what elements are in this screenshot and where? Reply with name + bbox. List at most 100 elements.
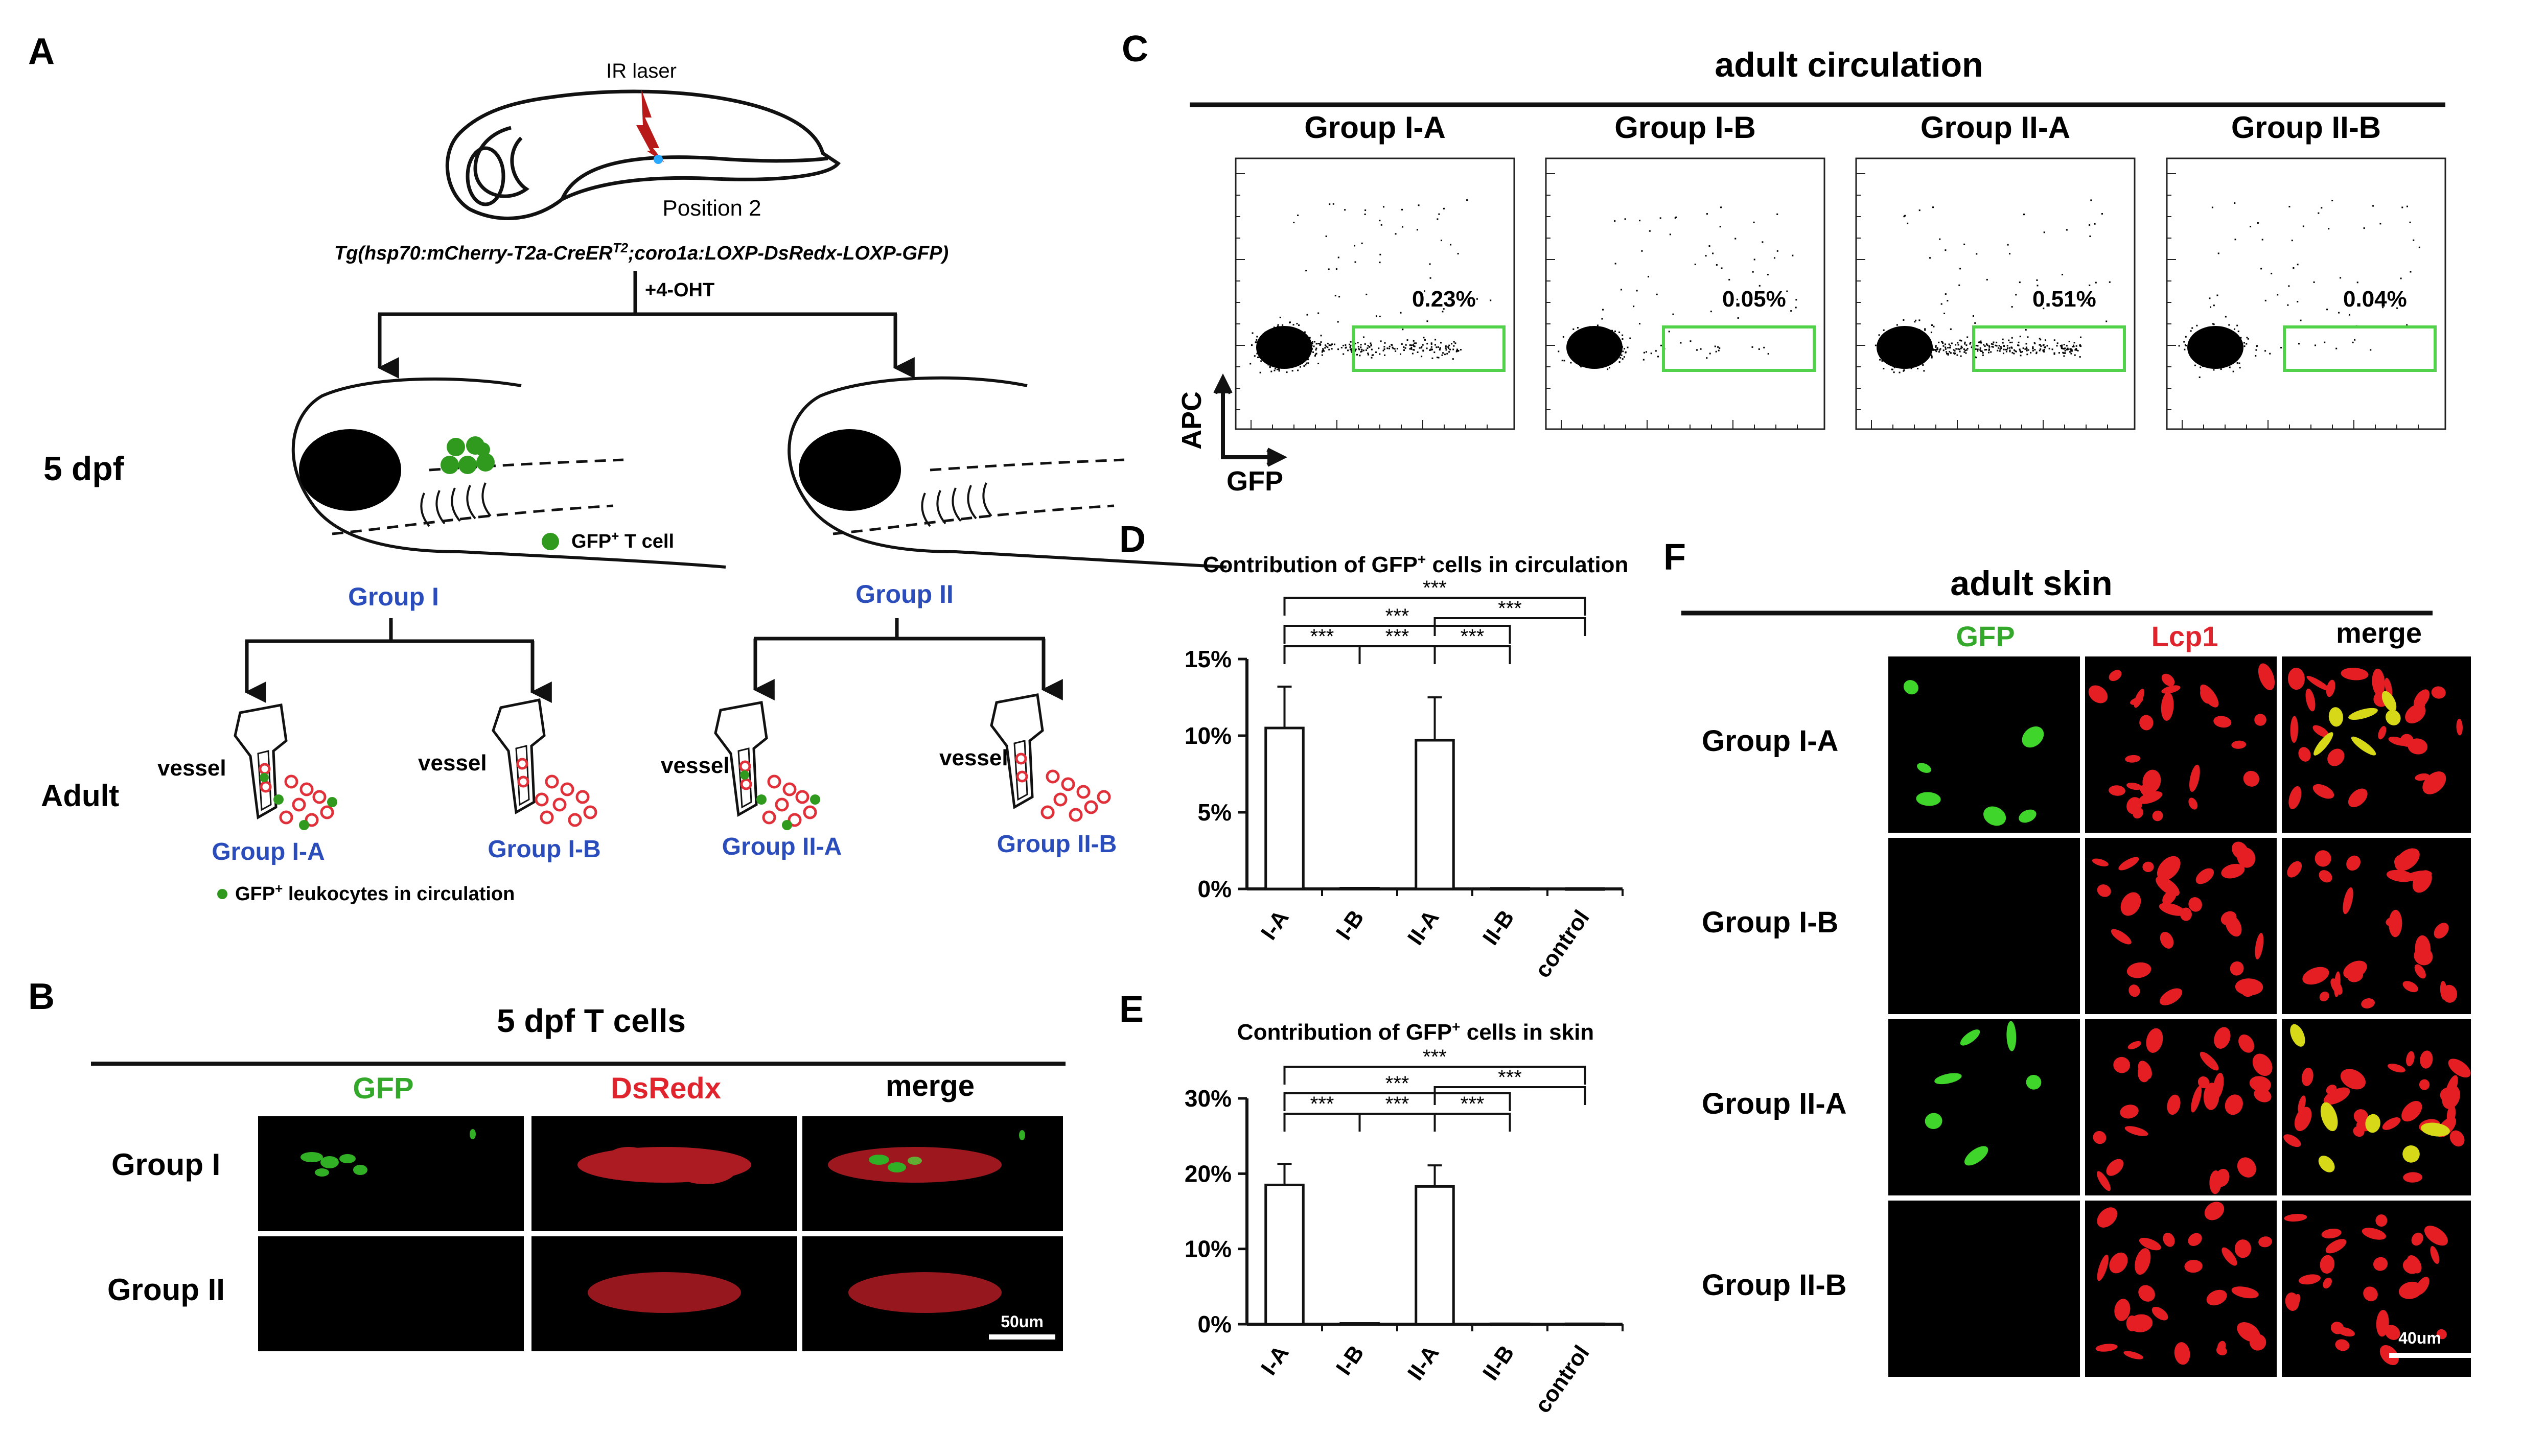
flow-event [1579, 362, 1581, 364]
flow-event [1279, 347, 1281, 349]
flow-event [1279, 316, 1281, 318]
flow-event [2206, 362, 2208, 364]
flow-event [1380, 340, 1382, 342]
flow-event [1598, 343, 1600, 345]
flow-event [2225, 316, 2227, 318]
flow-event [1712, 252, 1714, 254]
lcp1-cell [2334, 971, 2341, 997]
gfp-cell [2351, 736, 2376, 756]
flow-event [1605, 330, 1607, 332]
flow-event [1736, 298, 1738, 300]
flow-event [1883, 344, 1885, 346]
flow-event [2190, 337, 2192, 339]
flow-event [1403, 346, 1405, 348]
flow-event [1448, 344, 1450, 346]
flow-event [1690, 340, 1692, 342]
flow-event [1601, 318, 1603, 320]
flow-event [1600, 357, 1602, 359]
chart-title-superscript: + [1452, 1019, 1460, 1035]
flow-event [1362, 349, 1364, 351]
flow-event [1901, 366, 1903, 368]
flow-event [1605, 343, 1607, 345]
gfp-t-cell-legend-dot [542, 533, 559, 550]
flow-event [1908, 342, 1910, 344]
flow-event [1431, 348, 1433, 350]
flow-event [2210, 365, 2212, 367]
flow-event [1274, 343, 1276, 345]
flow-event [1908, 365, 1910, 367]
flow-event [1445, 345, 1447, 347]
flow-event [2238, 362, 2240, 364]
flow-event [1884, 353, 1886, 355]
flow-event [2215, 340, 2217, 342]
flow-event [1986, 278, 1988, 280]
lcp1-cell [2138, 1285, 2155, 1302]
flow-event [2213, 323, 2215, 325]
flow-event [1583, 364, 1585, 366]
lcp1-cell [2325, 1239, 2347, 1254]
lcp1-cell [2378, 726, 2387, 740]
flow-event [1916, 343, 1918, 345]
flow-event [1269, 362, 1271, 364]
flow-event [1287, 338, 1289, 340]
flow-event [1384, 354, 1386, 356]
chart-x-tick-label: II-A [1403, 906, 1444, 950]
skin-cell-signal [2092, 841, 2264, 1005]
flow-event [2401, 206, 2403, 208]
flow-event [1457, 253, 1459, 255]
flow-event [1372, 354, 1374, 356]
flow-event [2210, 351, 2212, 353]
group-2-label: Group II [855, 580, 954, 608]
flow-event [2101, 213, 2103, 215]
flow-event [1895, 341, 1897, 343]
flow-event [1256, 353, 1258, 355]
lcp1-cell [2302, 967, 2329, 985]
flow-event [2061, 346, 2063, 348]
flow-event [1909, 362, 1911, 364]
flow-event [1367, 347, 1369, 349]
flow-event [1625, 351, 1627, 354]
flow-event [1904, 345, 1906, 347]
flow-event [1306, 349, 1308, 351]
lcp1-cell [2200, 684, 2219, 708]
flow-event [1277, 325, 1279, 327]
flow-event [1354, 342, 1356, 344]
gfp-cell [2022, 726, 2044, 748]
flow-event [1290, 331, 1292, 333]
flow-event [1930, 332, 1932, 334]
flow-event [1910, 343, 1912, 345]
flow-event [1924, 328, 1926, 330]
skin-cell-signal [1903, 680, 2044, 826]
flow-event [2009, 349, 2011, 351]
flow-event [1612, 342, 1614, 344]
flow-event [2234, 349, 2236, 351]
flow-event [2229, 355, 2231, 357]
flow-event [1569, 337, 1571, 339]
flow-event [1915, 359, 1917, 361]
flow-event [1612, 347, 1614, 349]
flow-event [1899, 355, 1901, 357]
chart-significance-label: *** [1461, 1093, 1485, 1115]
flow-event [1410, 344, 1413, 346]
flow-event [1904, 349, 1906, 351]
flow-event [2236, 343, 2238, 345]
flow-event [1878, 334, 1880, 336]
flow-event [2227, 346, 2229, 348]
lcp1-cell [2231, 1286, 2259, 1299]
flow-event [1445, 349, 1447, 351]
flow-event [1350, 344, 1352, 346]
flow-event [1609, 335, 1611, 337]
flow-event [1974, 322, 1976, 324]
flow-event [1413, 340, 1415, 342]
flow-event [1919, 340, 1921, 342]
flow-event [1300, 354, 1302, 356]
flow-event [2209, 297, 2211, 299]
flow-event [1786, 290, 1788, 292]
chart-bar [1490, 887, 1530, 891]
flow-event [1984, 345, 1986, 347]
flow-event [1299, 330, 1301, 332]
flow-event [1600, 334, 1602, 336]
flow-event [2221, 346, 2223, 348]
flow-event [1558, 350, 1560, 353]
